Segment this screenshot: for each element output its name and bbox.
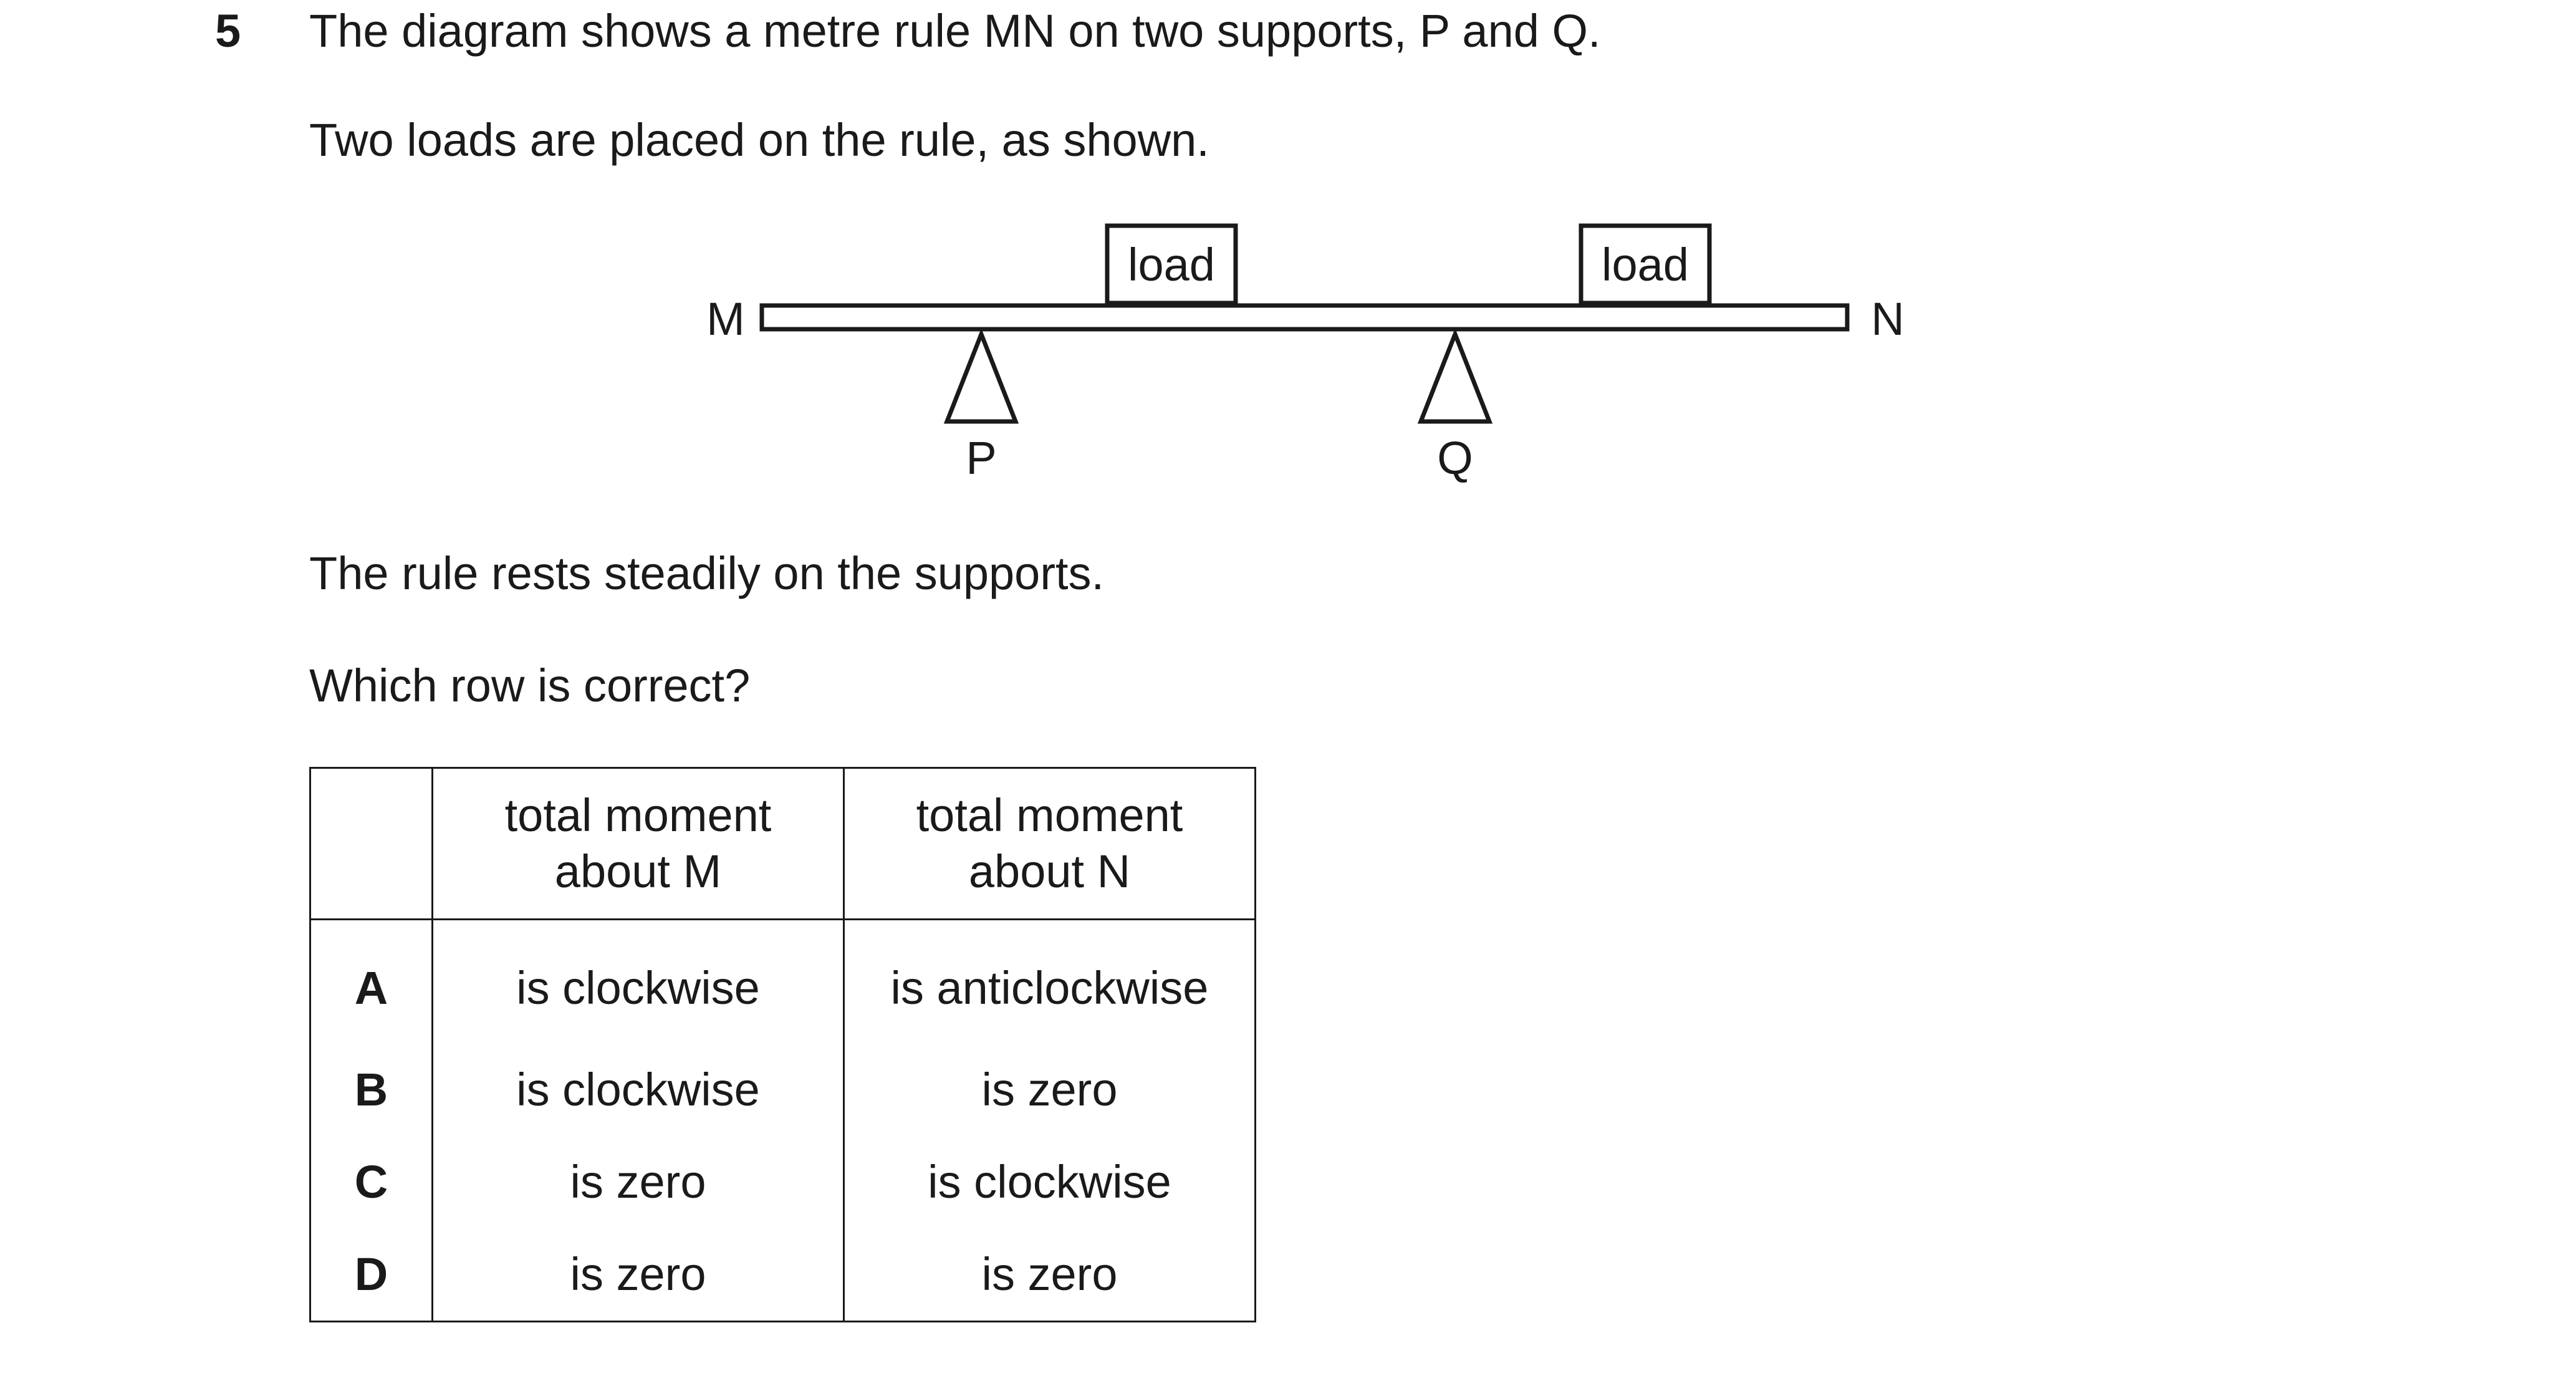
load-box-right bbox=[1579, 223, 1712, 306]
answer-row-b[interactable]: B is clockwise is zero bbox=[309, 1044, 1256, 1136]
moment-about-n-value: is clockwise bbox=[843, 1136, 1256, 1228]
answer-table-header: total moment about M total moment about … bbox=[309, 767, 1256, 920]
moment-about-n-value: is anticlockwise bbox=[843, 919, 1256, 1044]
answer-row-a[interactable]: A is clockwise is anticlockwise bbox=[309, 919, 1256, 1044]
moment-about-m-value: is zero bbox=[431, 1228, 845, 1322]
header-m-line-2: about M bbox=[554, 845, 722, 897]
load-label-right: load bbox=[1602, 239, 1689, 291]
support-p bbox=[943, 328, 1019, 424]
load-box-left bbox=[1105, 223, 1238, 306]
question-intro-line-2: Two loads are placed on the rule, as sho… bbox=[309, 114, 1209, 166]
header-moment-about-m: total moment about M bbox=[431, 767, 845, 920]
question-intro-line-1: The diagram shows a metre rule MN on two… bbox=[309, 5, 1601, 57]
support-q bbox=[1417, 328, 1493, 424]
moment-about-m-value: is zero bbox=[431, 1136, 845, 1228]
option-letter: C bbox=[309, 1136, 433, 1228]
metre-rule bbox=[759, 303, 1850, 332]
question-prompt: Which row is correct? bbox=[309, 660, 751, 711]
end-label-m: M bbox=[706, 293, 745, 345]
option-letter: A bbox=[309, 919, 433, 1044]
end-label-n: N bbox=[1871, 293, 1904, 345]
answer-table: total moment about M total moment about … bbox=[309, 767, 1256, 1322]
question-number: 5 bbox=[215, 5, 241, 57]
header-blank bbox=[309, 767, 433, 920]
moment-about-n-value: is zero bbox=[843, 1044, 1256, 1136]
option-letter: B bbox=[309, 1044, 433, 1136]
answer-row-d[interactable]: D is zero is zero bbox=[309, 1228, 1256, 1322]
header-m-line-1: total moment bbox=[504, 789, 772, 841]
support-label-p: P bbox=[966, 432, 996, 484]
header-moment-about-n: total moment about N bbox=[843, 767, 1256, 920]
option-letter: D bbox=[309, 1228, 433, 1322]
question-statement: The rule rests steadily on the supports. bbox=[309, 547, 1105, 599]
support-label-q: Q bbox=[1437, 432, 1473, 484]
moment-about-m-value: is clockwise bbox=[431, 919, 845, 1044]
header-n-line-2: about N bbox=[968, 845, 1131, 897]
moment-about-m-value: is clockwise bbox=[431, 1044, 845, 1136]
answer-row-c[interactable]: C is zero is clockwise bbox=[309, 1136, 1256, 1228]
load-label-left: load bbox=[1128, 239, 1215, 291]
header-n-line-1: total moment bbox=[916, 789, 1183, 841]
metre-rule-diagram: load load M N P Q bbox=[706, 223, 1905, 484]
moment-about-n-value: is zero bbox=[843, 1228, 1256, 1322]
